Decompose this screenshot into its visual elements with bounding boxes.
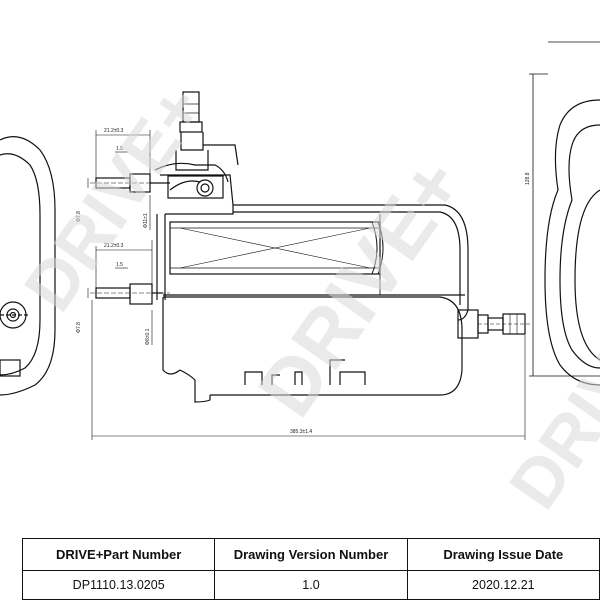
value-issue-date: 2020.12.21 [406, 569, 600, 600]
dim-mid-small: 1.5 [116, 262, 123, 268]
dim-top-width: 21.2±0.3 [104, 128, 124, 134]
left-end-view [0, 136, 56, 396]
dim-top-height: Φ7.8 [76, 211, 82, 222]
header-version-number: Drawing Version Number [214, 538, 408, 571]
value-part-number: DP1110.13.0205 [21, 569, 216, 600]
value-version-number: 1.0 [214, 569, 408, 600]
upper-inlet-nozzle [90, 173, 170, 193]
right-end-view [529, 41, 600, 386]
lower-outlet-nozzle [90, 283, 170, 305]
dimension-lines [87, 130, 526, 440]
filter-housing [154, 91, 530, 403]
dim-mid-vertical: Φ8±0.1 [145, 328, 151, 345]
dim-mid-width: 21.2±0.3 [104, 243, 124, 249]
dim-overall-length: 385.3±1.4 [290, 429, 312, 435]
technical-drawing: 21.2±0.3 1.5 Φ7.8 Φ11±1 21.2±0.3 1.5 Φ7.… [0, 41, 600, 440]
dim-top-small: 1.5 [116, 146, 123, 152]
dim-right-height: 128.8 [525, 172, 531, 185]
dim-top-vertical: Φ11±1 [143, 213, 149, 228]
title-block-table: DRIVE+Part Number Drawing Version Number… [21, 538, 600, 600]
header-issue-date: Drawing Issue Date [406, 538, 600, 571]
title-block-value-row: DP1110.13.0205 1.0 2020.12.21 [21, 569, 600, 600]
dim-mid-height: Φ7.8 [76, 322, 82, 333]
header-part-number: DRIVE+Part Number [21, 538, 216, 571]
title-block-header-row: DRIVE+Part Number Drawing Version Number… [21, 538, 600, 571]
